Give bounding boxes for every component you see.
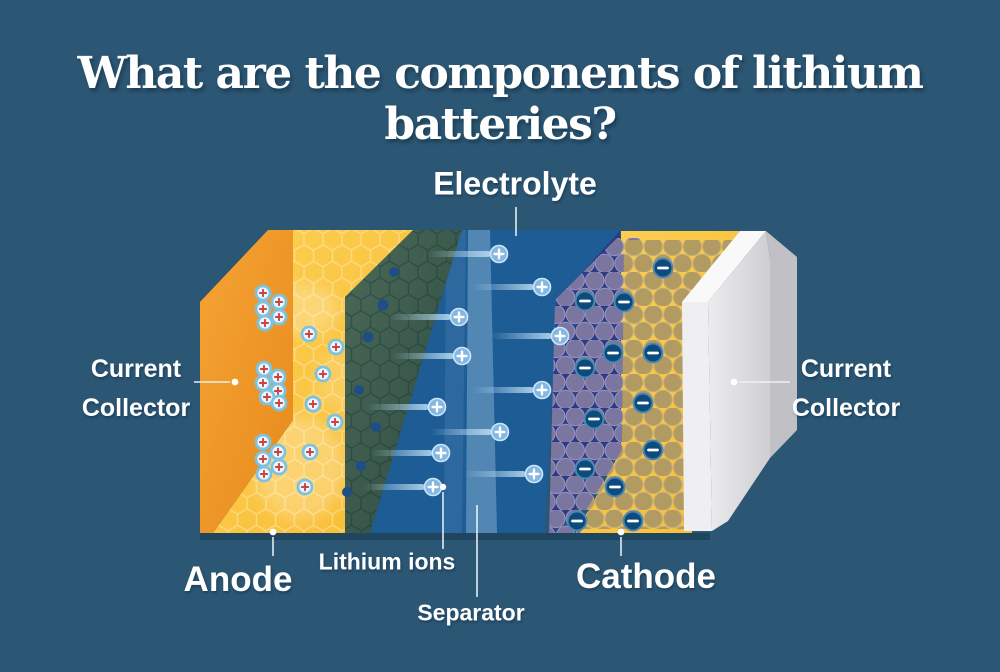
plus-ion-icon xyxy=(326,413,344,431)
minus-ion-icon xyxy=(632,392,654,414)
plus-ion-icon xyxy=(327,338,345,356)
label-anode: Anode xyxy=(183,560,293,599)
page-title: What are the components of lithium batte… xyxy=(77,48,924,150)
collector-front-edge xyxy=(682,302,712,531)
minus-ion-icon xyxy=(583,408,605,430)
plus-ion-icon xyxy=(296,478,314,496)
minus-ion-icon xyxy=(642,342,664,364)
separator-layer xyxy=(466,230,497,533)
minus-ion-icon xyxy=(652,257,674,279)
plus-ion-icon xyxy=(270,293,288,311)
plus-ion-icon xyxy=(270,394,288,412)
plus-ion-icon xyxy=(269,368,287,386)
plus-ion-icon xyxy=(270,308,288,326)
leader-dots xyxy=(231,378,738,536)
label-current-collector-right-line2: Collector xyxy=(791,394,901,422)
plus-ion-icon xyxy=(254,300,272,318)
cathode-current-collector-block xyxy=(682,231,797,531)
collector-main-face xyxy=(708,231,770,531)
label-lithium-ions: Lithium ions xyxy=(318,548,456,575)
label-electrolyte: Electrolyte xyxy=(433,165,597,202)
leader-lines xyxy=(194,207,790,597)
label-current-collector-right: Current Collector xyxy=(792,350,900,428)
plus-ion-icon xyxy=(300,325,318,343)
collector-side-face xyxy=(766,231,797,458)
plus-ion-icon xyxy=(254,374,272,392)
minus-ion-icon xyxy=(574,458,596,480)
plus-ion-icon xyxy=(314,365,332,383)
electrolyte-layer xyxy=(370,230,620,533)
plus-ion-icon xyxy=(304,395,322,413)
label-cathode: Cathode xyxy=(576,557,716,596)
minus-ion-icon xyxy=(622,510,644,532)
minus-ion-icon xyxy=(574,357,596,379)
plus-ion-icon xyxy=(254,433,272,451)
lithium-ions-leader-dot xyxy=(439,483,447,491)
plus-ion-icon xyxy=(254,450,272,468)
anode-material-dots xyxy=(342,267,399,497)
label-current-collector-left: Current Collector xyxy=(82,350,190,428)
plus-ion-icon xyxy=(256,314,274,332)
plus-ion-icon xyxy=(269,443,287,461)
minus-ion-icon xyxy=(642,439,664,461)
cell-shadow xyxy=(200,533,710,540)
current-collector-right-leader-dot xyxy=(730,378,738,386)
minus-ion-icon xyxy=(602,342,624,364)
cathode-leader-dot xyxy=(617,528,625,536)
plus-ion-icon xyxy=(270,458,288,476)
minus-ion-icon xyxy=(574,290,596,312)
minus-ion-icon xyxy=(613,291,635,313)
label-current-collector-left-line1: Current xyxy=(90,355,182,383)
label-current-collector-right-line1: Current xyxy=(800,355,892,383)
label-separator: Separator xyxy=(417,599,525,626)
minus-ion-icon xyxy=(604,476,626,498)
plus-ion-icon xyxy=(254,284,272,302)
collector-top-face xyxy=(682,231,766,302)
plus-ion-icon xyxy=(255,360,273,378)
separator-stripe-faint xyxy=(444,230,466,533)
plus-ion-icon xyxy=(301,443,319,461)
anode-leader-dot xyxy=(269,528,277,536)
current-collector-left-leader-dot xyxy=(231,378,239,386)
minus-ion-icon xyxy=(566,510,588,532)
label-current-collector-left-line2: Collector xyxy=(81,394,191,422)
plus-ion-icon xyxy=(255,465,273,483)
